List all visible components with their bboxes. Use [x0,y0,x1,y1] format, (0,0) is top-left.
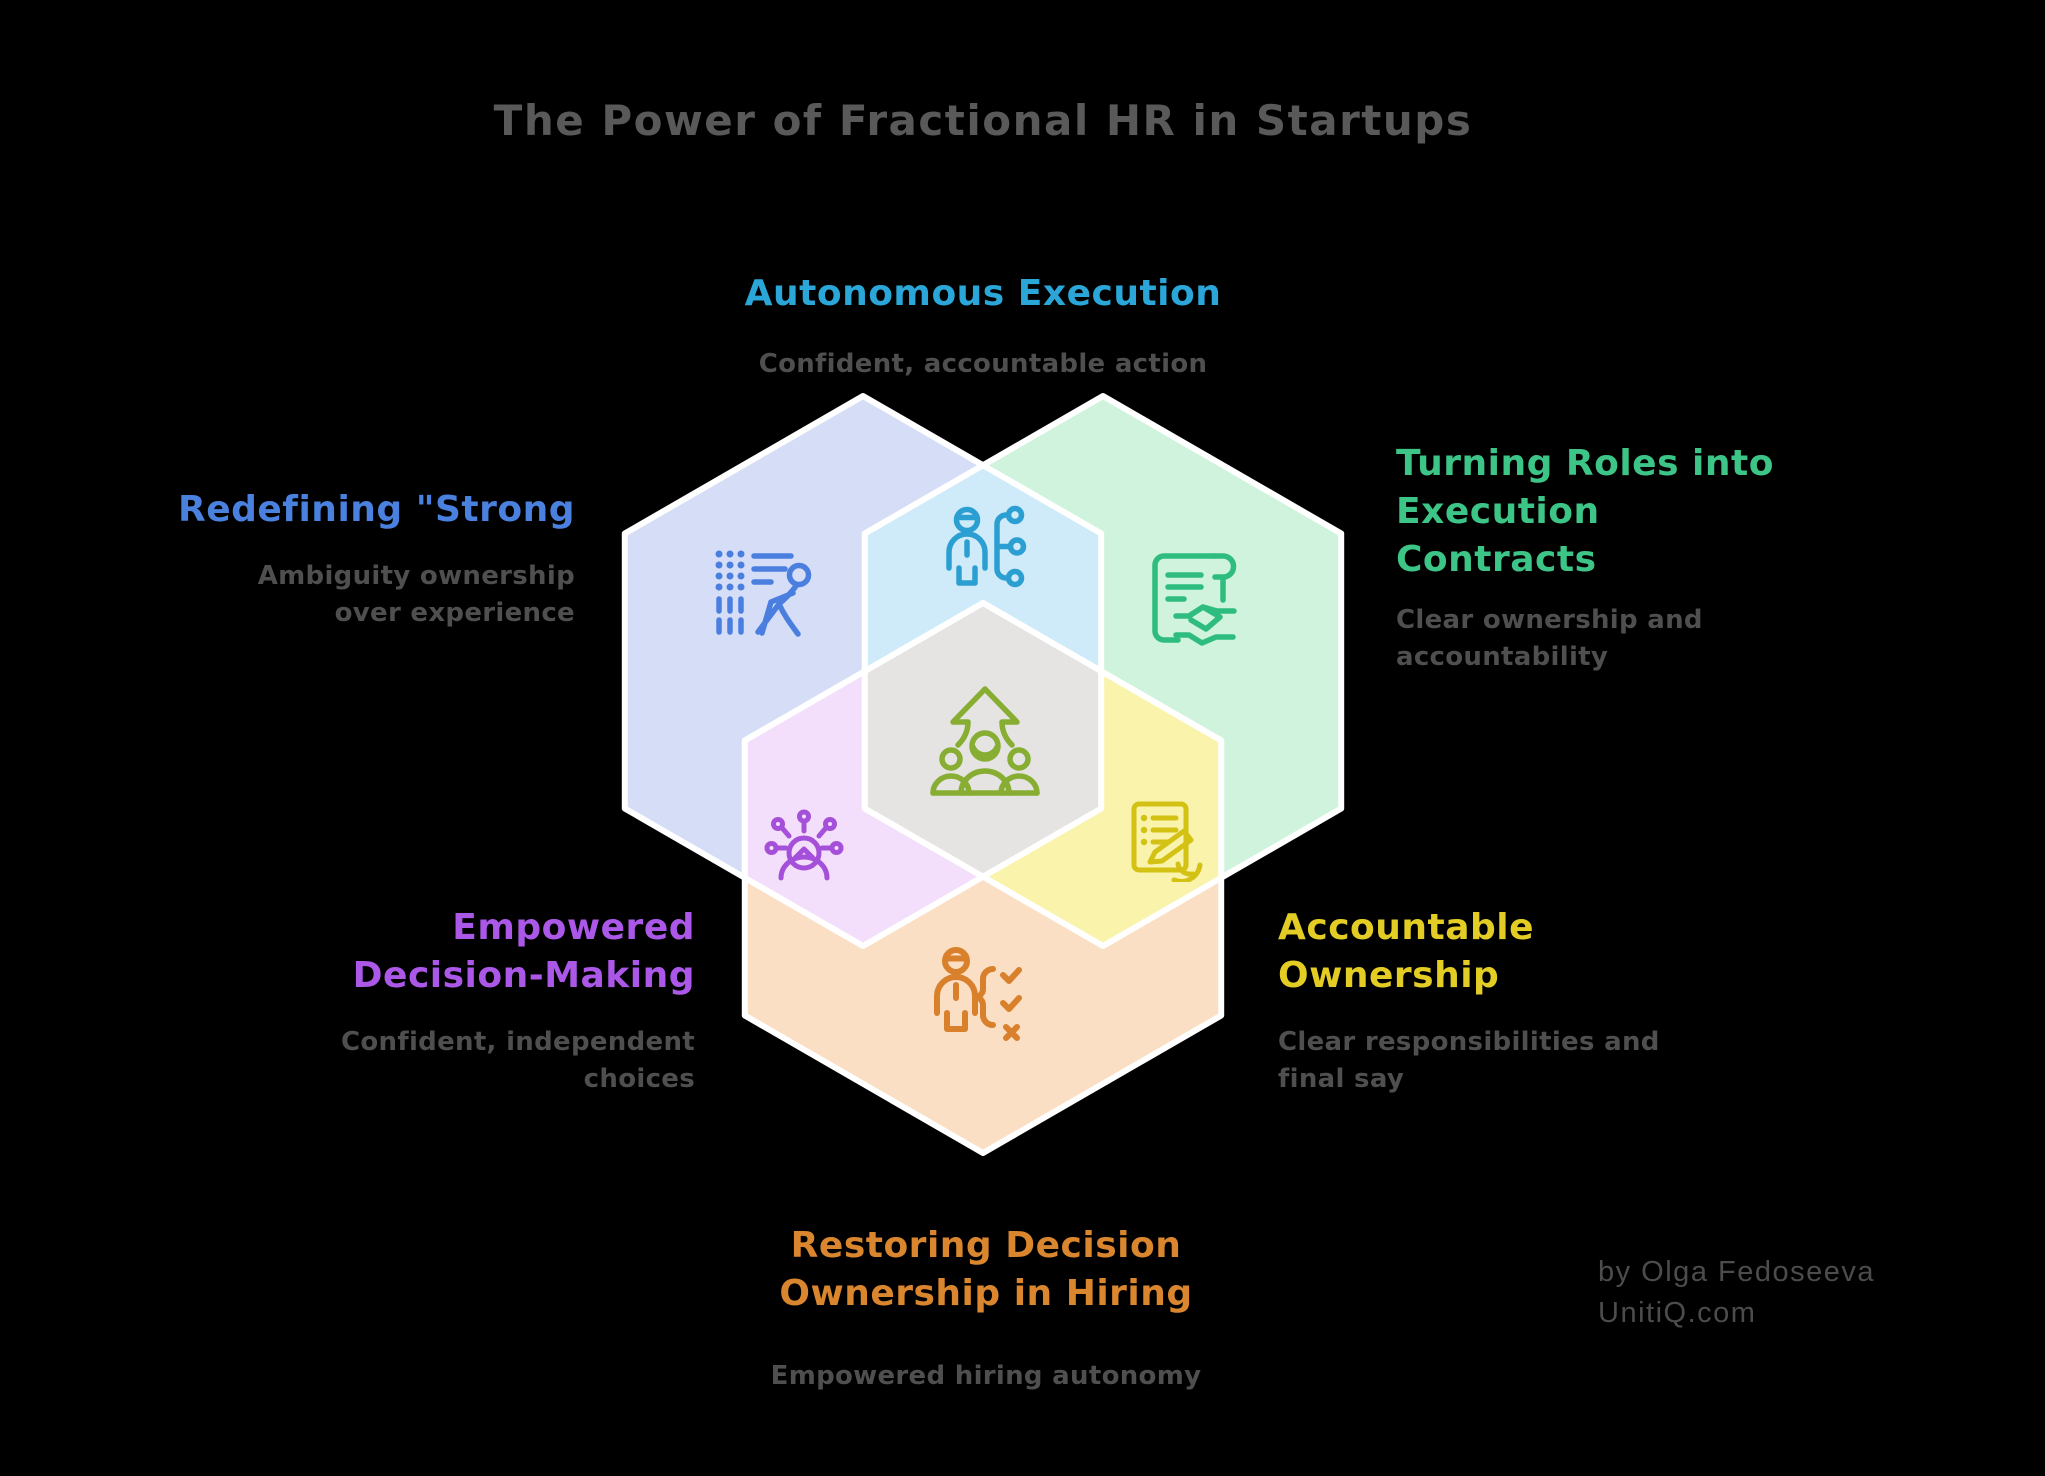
empowered-mind-icon [764,809,844,881]
title-line: Decision-Making [352,955,695,996]
navigating-ambiguity-icon [715,550,812,643]
title-line: Execution [1396,491,1600,532]
section-title-empowered-decision-making: Empowered Decision-Making [353,904,695,1000]
decision-checklist-icon [934,947,1022,1041]
signing-checklist-icon [1131,801,1203,882]
title-line: Ownership in Hiring [779,1273,1193,1314]
team-growth-icon [930,686,1040,796]
subtitle-line: Confident, independent [341,1027,695,1057]
title-line: Turning Roles into [1396,443,1774,484]
section-subtitle-empowered-decision-making: Confident, independent choices [341,1024,695,1098]
title-line: Accountable [1278,907,1535,948]
delegation-icon [946,505,1027,588]
section-subtitle-execution-contracts: Clear ownership and accountability [1396,602,1703,676]
section-title-autonomous-execution: Autonomous Execution [744,273,1222,314]
section-title-restoring-hiring: Restoring Decision Ownership in Hiring [779,1222,1192,1318]
section-title-redefining-strong: Redefining "Strong [177,489,575,530]
section-title-execution-contracts: Turning Roles into Execution Contracts [1396,440,1774,584]
page-title: The Power of Fractional HR in Startups [493,96,1473,145]
attribution-author: by Olga Fedoseeva [1598,1256,1875,1288]
section-title-accountable-ownership: Accountable Ownership [1278,904,1534,1000]
section-subtitle-redefining-strong: Ambiguity ownership over experience [258,558,575,632]
title-line: Contracts [1396,539,1597,580]
section-subtitle-autonomous-execution: Confident, accountable action [758,349,1208,379]
subtitle-line: final say [1278,1064,1405,1094]
attribution-site: UnitiQ.com [1598,1297,1757,1329]
subtitle-line: Clear responsibilities and [1278,1027,1660,1057]
section-subtitle-accountable-ownership: Clear responsibilities and final say [1278,1024,1660,1098]
title-line: Ownership [1278,955,1500,996]
section-subtitle-restoring-hiring: Empowered hiring autonomy [770,1361,1202,1391]
subtitle-line: over experience [334,598,575,628]
title-line: Empowered [452,907,695,948]
region-core-team-growth [861,600,1105,880]
contract-handshake-icon [1152,553,1237,646]
subtitle-line: choices [583,1064,695,1094]
subtitle-line: accountability [1396,642,1609,672]
title-line: Restoring Decision [790,1225,1182,1266]
subtitle-line: Ambiguity ownership [257,561,575,591]
attribution: by Olga Fedoseeva UnitiQ.com [1598,1252,1875,1334]
subtitle-line: Clear ownership and [1396,605,1703,635]
